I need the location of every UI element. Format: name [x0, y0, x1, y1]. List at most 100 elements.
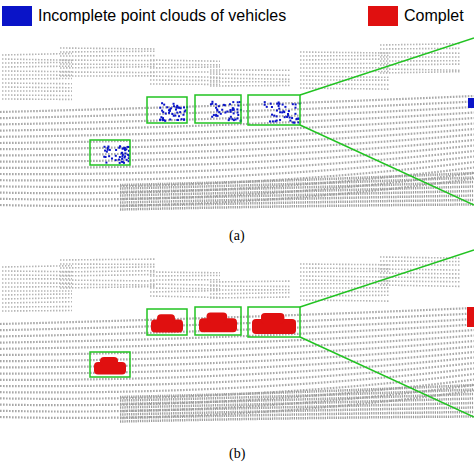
- incomplete-vehicle-points: [168, 112, 170, 114]
- structure-points: [2, 310, 72, 312]
- incomplete-vehicle-points: [282, 104, 284, 106]
- structure-points: [380, 269, 460, 270]
- incomplete-vehicle-points: [293, 122, 295, 124]
- incomplete-vehicle-points: [231, 118, 233, 120]
- incomplete-vehicle-points: [237, 101, 239, 103]
- bounding-box: [147, 97, 187, 123]
- incomplete-vehicle-points: [230, 116, 232, 118]
- incomplete-vehicle-points: [176, 106, 178, 108]
- incomplete-vehicle-points: [295, 103, 297, 105]
- structure-points: [2, 294, 72, 295]
- incomplete-vehicle-points: [159, 119, 161, 121]
- ground-scan-row: [0, 374, 474, 399]
- incomplete-vehicle-points: [266, 106, 268, 108]
- incomplete-vehicle-points: [124, 157, 126, 159]
- legend-entry: Complet: [368, 6, 464, 26]
- structure-points: [60, 59, 155, 61]
- incomplete-vehicle-points: [215, 107, 217, 109]
- incomplete-vehicle-points: [118, 147, 120, 149]
- incomplete-vehicle-points: [111, 158, 113, 160]
- incomplete-vehicle-points: [103, 146, 105, 148]
- legend-entry: Incomplete point clouds of vehicles: [2, 6, 286, 26]
- incomplete-vehicle-points: [119, 162, 121, 164]
- structure-points: [2, 82, 72, 84]
- incomplete-vehicle-points: [295, 118, 297, 120]
- incomplete-vehicle-points: [160, 116, 162, 118]
- incomplete-vehicle-points: [121, 152, 123, 154]
- structure-points: [60, 284, 155, 285]
- incomplete-vehicle-points: [124, 152, 126, 154]
- incomplete-vehicle-points: [115, 149, 117, 151]
- structure-points: [60, 50, 155, 52]
- incomplete-vehicle-points: [181, 118, 183, 120]
- completed-vehicle: [207, 313, 228, 323]
- panel-label: (a): [227, 228, 247, 244]
- structure-points: [2, 86, 72, 88]
- structure-points: [2, 290, 72, 292]
- structure-points: [210, 285, 290, 287]
- structure-points: [2, 90, 72, 92]
- incomplete-vehicle-points: [175, 109, 177, 111]
- incomplete-vehicle-points: [273, 115, 275, 117]
- completed-vehicle: [157, 314, 175, 323]
- legend-swatch: [2, 6, 32, 26]
- incomplete-vehicle-points: [232, 107, 234, 109]
- completed-vehicle: [261, 313, 284, 324]
- structure-points: [300, 300, 390, 301]
- incomplete-vehicle-points: [121, 152, 123, 154]
- incomplete-vehicle-points: [107, 146, 109, 148]
- incomplete-vehicle-points: [297, 121, 299, 123]
- incomplete-vehicle-points: [237, 114, 239, 116]
- incomplete-vehicle-points: [163, 104, 165, 106]
- incomplete-vehicle-points: [233, 112, 235, 114]
- incomplete-vehicle-points: [238, 105, 240, 107]
- structure-points: [150, 279, 220, 281]
- structure-points: [300, 276, 390, 277]
- bounding-box: [195, 307, 241, 335]
- incomplete-vehicle-points: [226, 111, 228, 113]
- structure-points: [60, 263, 155, 265]
- structure-points: [300, 83, 390, 85]
- incomplete-vehicle-points: [165, 112, 167, 114]
- zoom-line: [300, 38, 474, 95]
- structure-points: [2, 298, 72, 299]
- incomplete-vehicle-points: [292, 103, 294, 105]
- structure-points: [150, 60, 220, 61]
- incomplete-vehicle-points: [121, 161, 123, 163]
- incomplete-vehicle-points: [218, 105, 220, 107]
- incomplete-vehicle-points: [211, 103, 213, 105]
- incomplete-vehicle-points: [291, 117, 293, 119]
- incomplete-vehicle-points: [278, 105, 280, 107]
- incomplete-vehicle-points: [215, 103, 217, 105]
- incomplete-vehicle-points: [237, 112, 239, 114]
- structure-points: [2, 98, 72, 100]
- incomplete-vehicle-points: [173, 105, 175, 107]
- structure-points: [60, 55, 155, 57]
- completed-vehicle: [100, 357, 118, 366]
- structure-points: [60, 271, 155, 272]
- incomplete-vehicle-points: [276, 115, 278, 117]
- structure-points: [380, 69, 460, 70]
- structure-points: [60, 71, 155, 73]
- structure-points: [210, 293, 290, 294]
- structure-points: [380, 272, 460, 275]
- incomplete-vehicle-points: [105, 156, 107, 158]
- incomplete-vehicle-points: [236, 117, 238, 119]
- structure-points: [210, 81, 290, 83]
- structure-points: [150, 284, 220, 285]
- incomplete-vehicle-points: [228, 119, 230, 121]
- incomplete-vehicle-points: [173, 103, 175, 105]
- incomplete-vehicle-points: [115, 155, 117, 157]
- bounding-box: [248, 95, 300, 125]
- incomplete-vehicle-points: [104, 150, 106, 152]
- incomplete-vehicle-points: [160, 119, 162, 121]
- incomplete-vehicle-points: [164, 120, 166, 122]
- structure-points: [300, 71, 390, 73]
- incomplete-vehicle-points: [109, 149, 111, 151]
- incomplete-vehicle-points: [124, 148, 126, 150]
- incomplete-vehicle-points: [183, 119, 185, 121]
- structure-points: [150, 76, 220, 77]
- zoom-line: [300, 125, 474, 205]
- incomplete-vehicle-points: [178, 115, 180, 117]
- incomplete-vehicle-points: [177, 119, 179, 121]
